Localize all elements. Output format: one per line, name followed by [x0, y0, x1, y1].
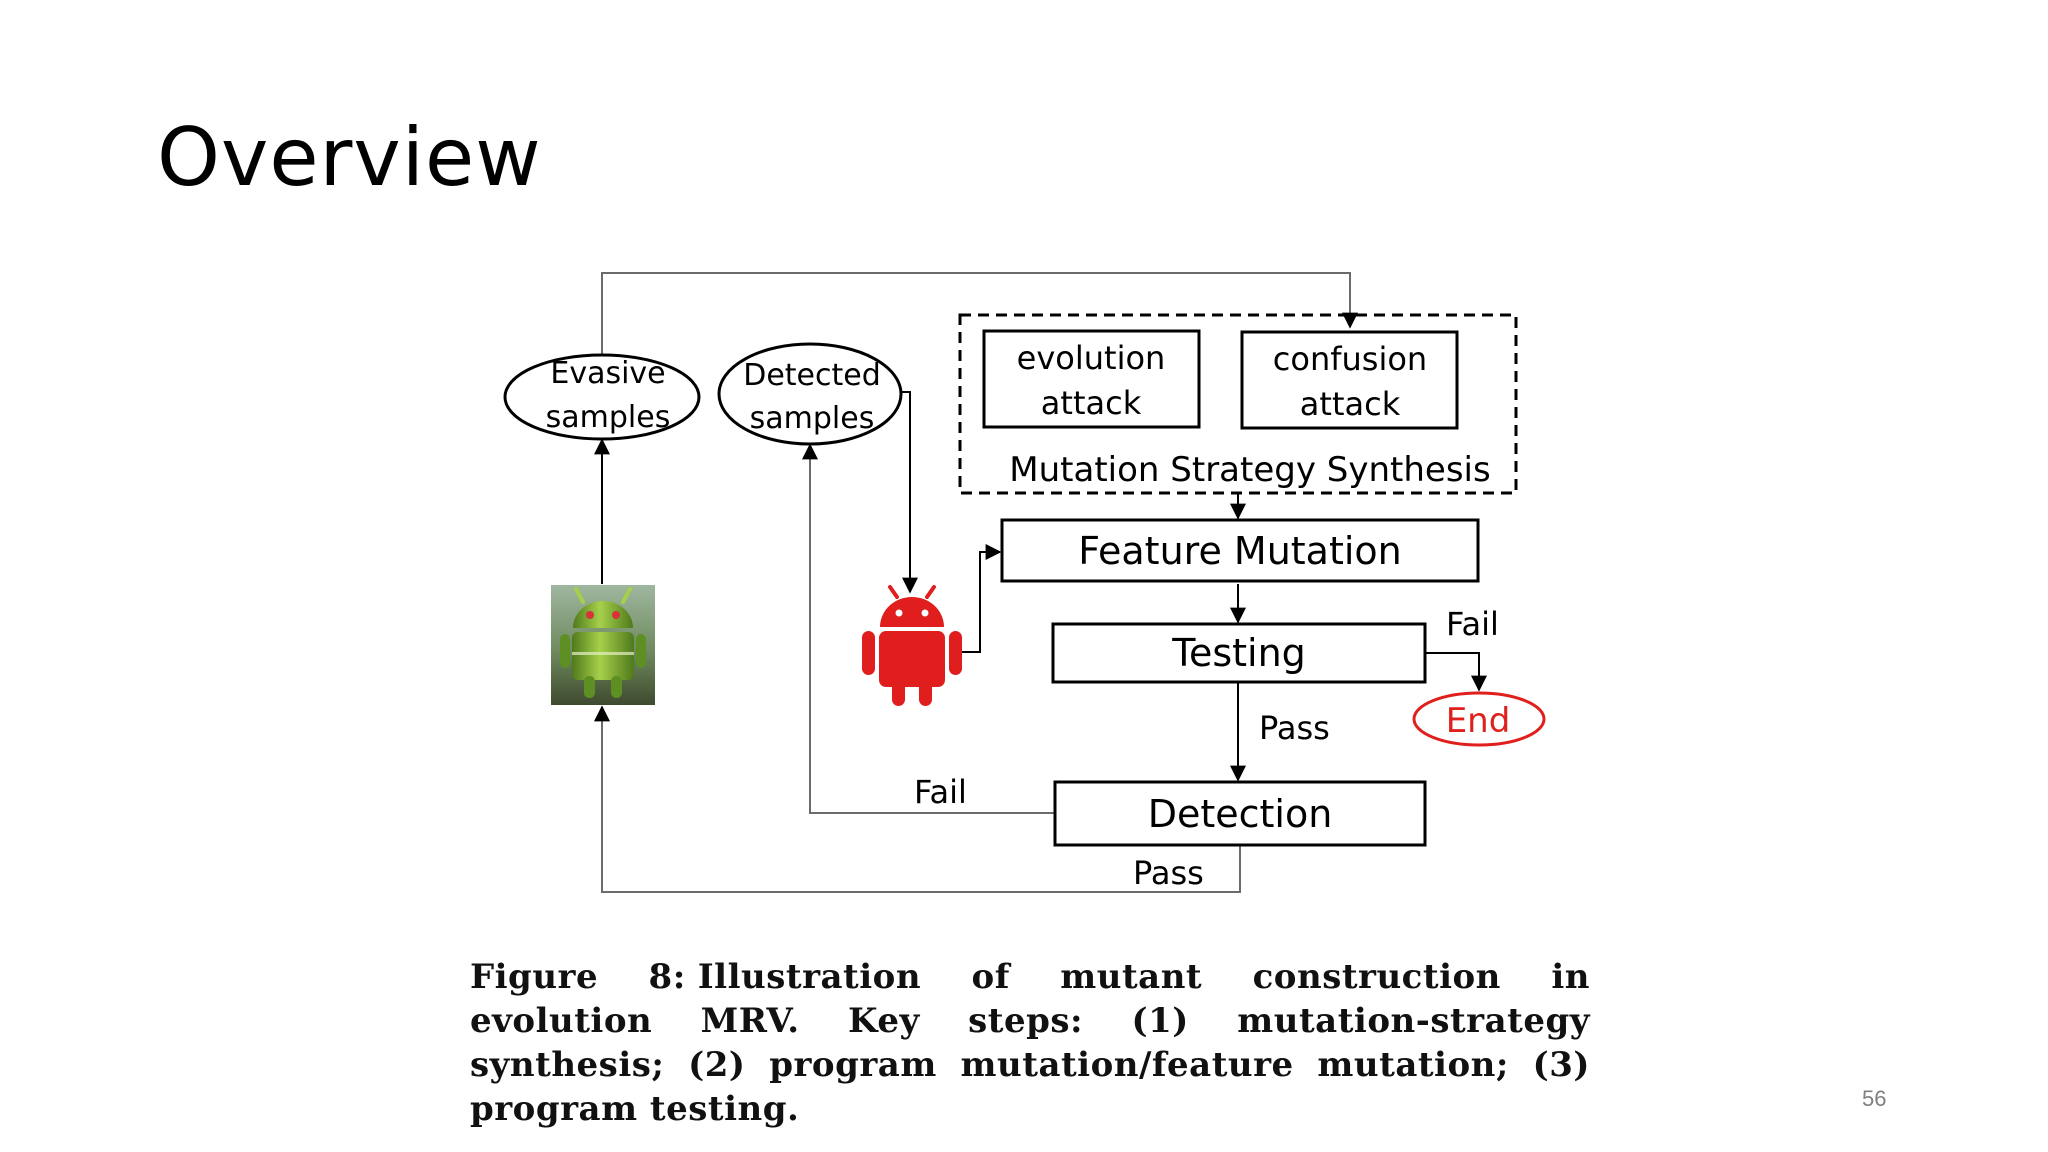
- mutation-strategy-synthesis-group: [958, 313, 1518, 495]
- confusion-attack-node: confusion attack: [1240, 330, 1459, 430]
- figure-caption-text: Illustration of mutant construction in e…: [470, 957, 1591, 1129]
- detection-label: Detection: [1148, 792, 1333, 836]
- evasive-samples-node: Evasive samples: [503, 353, 701, 441]
- figure-caption: Figure 8:Illustration of mutant construc…: [470, 955, 1590, 1131]
- testing-label: Testing: [1171, 631, 1306, 675]
- detected-samples-line1: Detected: [743, 358, 881, 393]
- detected-samples-line2: samples: [750, 401, 875, 436]
- end-label: End: [1446, 701, 1511, 741]
- evolution-attack-line2: attack: [1041, 384, 1142, 422]
- detection-node: Detection: [1053, 780, 1427, 847]
- android-red-icon: [862, 585, 962, 706]
- edge-detection-to-detected-samples: [802, 443, 1054, 814]
- edge-evasive-to-synthesis: [601, 272, 1358, 354]
- edge-detection-to-green-robot: [594, 705, 1241, 893]
- slide-title: Overview: [157, 111, 542, 204]
- testing-node: Testing: [1051, 622, 1427, 684]
- evasive-samples-line2: samples: [546, 400, 671, 435]
- testing-pass-label: Pass: [1259, 709, 1330, 747]
- detection-pass-label: Pass: [1133, 854, 1204, 892]
- testing-fail-label: Fail: [1446, 605, 1499, 643]
- android-green-icon: [551, 585, 655, 705]
- edge-detected-to-red-robot: [902, 391, 918, 594]
- feature-mutation-label: Feature Mutation: [1078, 529, 1402, 573]
- slide-page-number: 56: [1862, 1086, 1887, 1111]
- evolution-attack-node: evolution attack: [982, 329, 1201, 429]
- figure-caption-label: Figure 8:: [470, 957, 686, 997]
- confusion-attack-line1: confusion: [1273, 340, 1427, 378]
- feature-mutation-node: Feature Mutation: [1000, 518, 1480, 583]
- edge-red-robot-to-feature-mutation: [962, 544, 1002, 653]
- end-node: End: [1412, 691, 1546, 747]
- edge-testing-to-end: [1425, 652, 1487, 692]
- mutation-strategy-synthesis-label: Mutation Strategy Synthesis: [1009, 450, 1490, 490]
- evolution-attack-line1: evolution: [1017, 339, 1166, 377]
- evasive-samples-line1: Evasive: [550, 356, 665, 391]
- confusion-attack-line2: attack: [1300, 385, 1401, 423]
- detected-samples-node: Detected samples: [717, 342, 903, 446]
- detection-fail-label: Fail: [914, 773, 967, 811]
